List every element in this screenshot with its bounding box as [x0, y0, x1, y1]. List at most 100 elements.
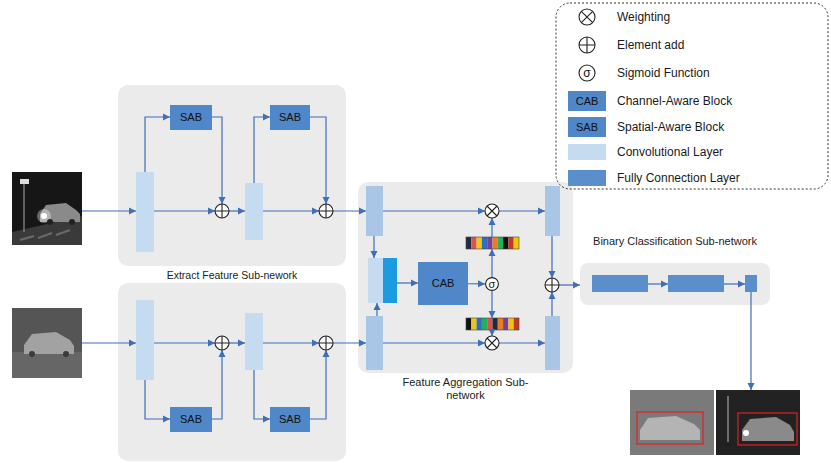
legend-entry: Convolutional Layer	[568, 142, 723, 162]
panel-ground	[580, 263, 770, 305]
element-add	[215, 336, 229, 350]
panel-ground	[118, 283, 346, 461]
wire	[397, 282, 418, 283]
wire	[383, 342, 485, 343]
wheel	[69, 219, 75, 225]
fc-layer	[745, 275, 757, 292]
block-label: CAB	[432, 278, 455, 289]
panel-title: Feature Aggregation Sub-network	[401, 376, 531, 401]
element-add	[319, 336, 333, 350]
wire	[648, 283, 668, 284]
wire	[491, 291, 492, 318]
headlight	[41, 213, 47, 219]
sub-network-panel: Feature Aggregation Sub-networkCABσ	[358, 182, 573, 373]
weighting	[579, 9, 595, 25]
weight-cell	[471, 237, 476, 249]
feature-map	[366, 316, 383, 370]
weight-cell	[482, 318, 487, 330]
weight-cell	[466, 318, 471, 330]
wheel	[63, 351, 69, 357]
layers	[136, 172, 757, 380]
block-label: σ	[489, 279, 496, 290]
wire	[551, 292, 552, 316]
wire	[383, 210, 485, 211]
car	[24, 332, 74, 354]
weighting	[487, 206, 497, 216]
wire	[212, 117, 222, 204]
weighting	[485, 204, 499, 218]
wire	[263, 210, 319, 211]
conv-layer	[245, 313, 263, 370]
wire	[212, 350, 222, 419]
weight-cell	[477, 318, 482, 330]
weighting	[485, 336, 499, 350]
legend-text: Sigmoid Function	[617, 66, 710, 80]
wire	[82, 210, 136, 211]
wire	[724, 283, 745, 284]
weight-cell	[471, 318, 476, 330]
weight-cell	[493, 237, 498, 249]
wire	[310, 350, 326, 419]
channel-aware-block: CAB	[418, 262, 468, 305]
feature-map	[366, 186, 383, 236]
weight-frame	[466, 318, 519, 330]
weight-bar	[466, 237, 519, 249]
lamppost	[23, 183, 25, 232]
weight-cell	[487, 318, 492, 330]
sub-network-panel: Extract Feature Sub-neworkSABSAB	[118, 85, 346, 266]
image-ground	[12, 308, 82, 378]
lamp	[20, 179, 29, 184]
weight-cell	[493, 318, 498, 330]
weight-bar	[466, 318, 519, 330]
conv-layer	[136, 300, 154, 380]
weight-cell	[482, 237, 487, 249]
panel-title: Binary Classification Sub-network	[593, 235, 757, 248]
connector	[468, 283, 485, 284]
wire	[145, 117, 170, 172]
detection-box	[637, 412, 703, 444]
element-add	[319, 336, 333, 350]
sample-label: σ	[583, 67, 590, 79]
spatial-aware-block: SAB	[170, 105, 212, 130]
wire	[373, 236, 374, 258]
wheel	[47, 219, 53, 225]
panel-title: Extract Feature Sub-nework	[167, 269, 298, 281]
element-add	[545, 278, 559, 292]
headlight	[743, 430, 749, 436]
sample-label: CAB	[576, 96, 599, 107]
legend-frame	[556, 3, 828, 189]
weight-cell	[514, 237, 519, 249]
sub-network-panel: Binary Classification Sub-network	[580, 263, 770, 305]
panel-ground	[358, 182, 573, 373]
legend-text: Convolutional Layer	[617, 145, 723, 159]
sigmoid-symbol	[579, 65, 595, 81]
wire	[333, 342, 366, 343]
sigmoid-circle	[486, 278, 499, 291]
legend-entry: Weighting	[568, 7, 670, 27]
legend-text: Spatial-Aware Block	[617, 120, 724, 134]
detection-box	[738, 413, 797, 445]
block-label: SAB	[180, 414, 202, 425]
wire	[263, 342, 319, 343]
legend-text: Element add	[617, 38, 684, 52]
road	[12, 352, 82, 378]
wire	[145, 380, 170, 419]
legend-entry: Element add	[568, 35, 684, 55]
label-slot: SAB	[568, 117, 606, 137]
wire	[750, 292, 751, 390]
spatial-aware-block: SAB	[270, 407, 310, 432]
element-add	[215, 204, 229, 218]
image-ground	[716, 390, 800, 455]
concat-part	[368, 258, 383, 303]
element-add	[319, 204, 333, 218]
wire	[376, 303, 377, 316]
wheel	[29, 351, 35, 357]
legend-swatch	[568, 144, 606, 160]
wire	[154, 342, 215, 343]
element-add	[579, 37, 595, 53]
output-image	[630, 390, 800, 455]
element-add	[579, 37, 595, 53]
wire	[82, 342, 136, 343]
wire	[254, 370, 270, 419]
